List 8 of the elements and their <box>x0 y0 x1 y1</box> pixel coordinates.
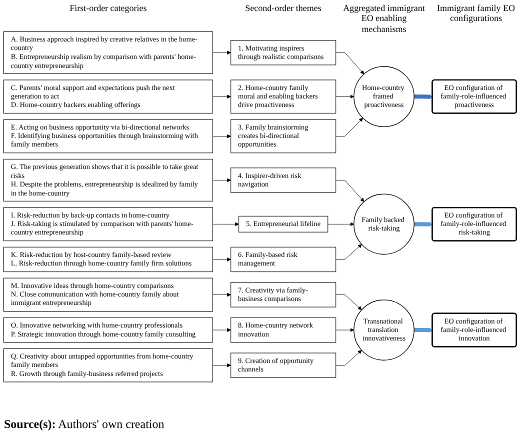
arrow <box>414 222 433 226</box>
column-heading: Aggregated immigrant EO enabling mechanisms <box>342 3 426 34</box>
column-heading: Second-order themes <box>244 3 322 14</box>
column-heading: First-order categories <box>68 3 148 14</box>
source-caption: Source(s): Authors' own creation <box>4 417 164 432</box>
arrow <box>414 94 433 99</box>
arrow <box>414 328 433 332</box>
column-heading: Immigrant family EO configurations <box>436 3 516 24</box>
